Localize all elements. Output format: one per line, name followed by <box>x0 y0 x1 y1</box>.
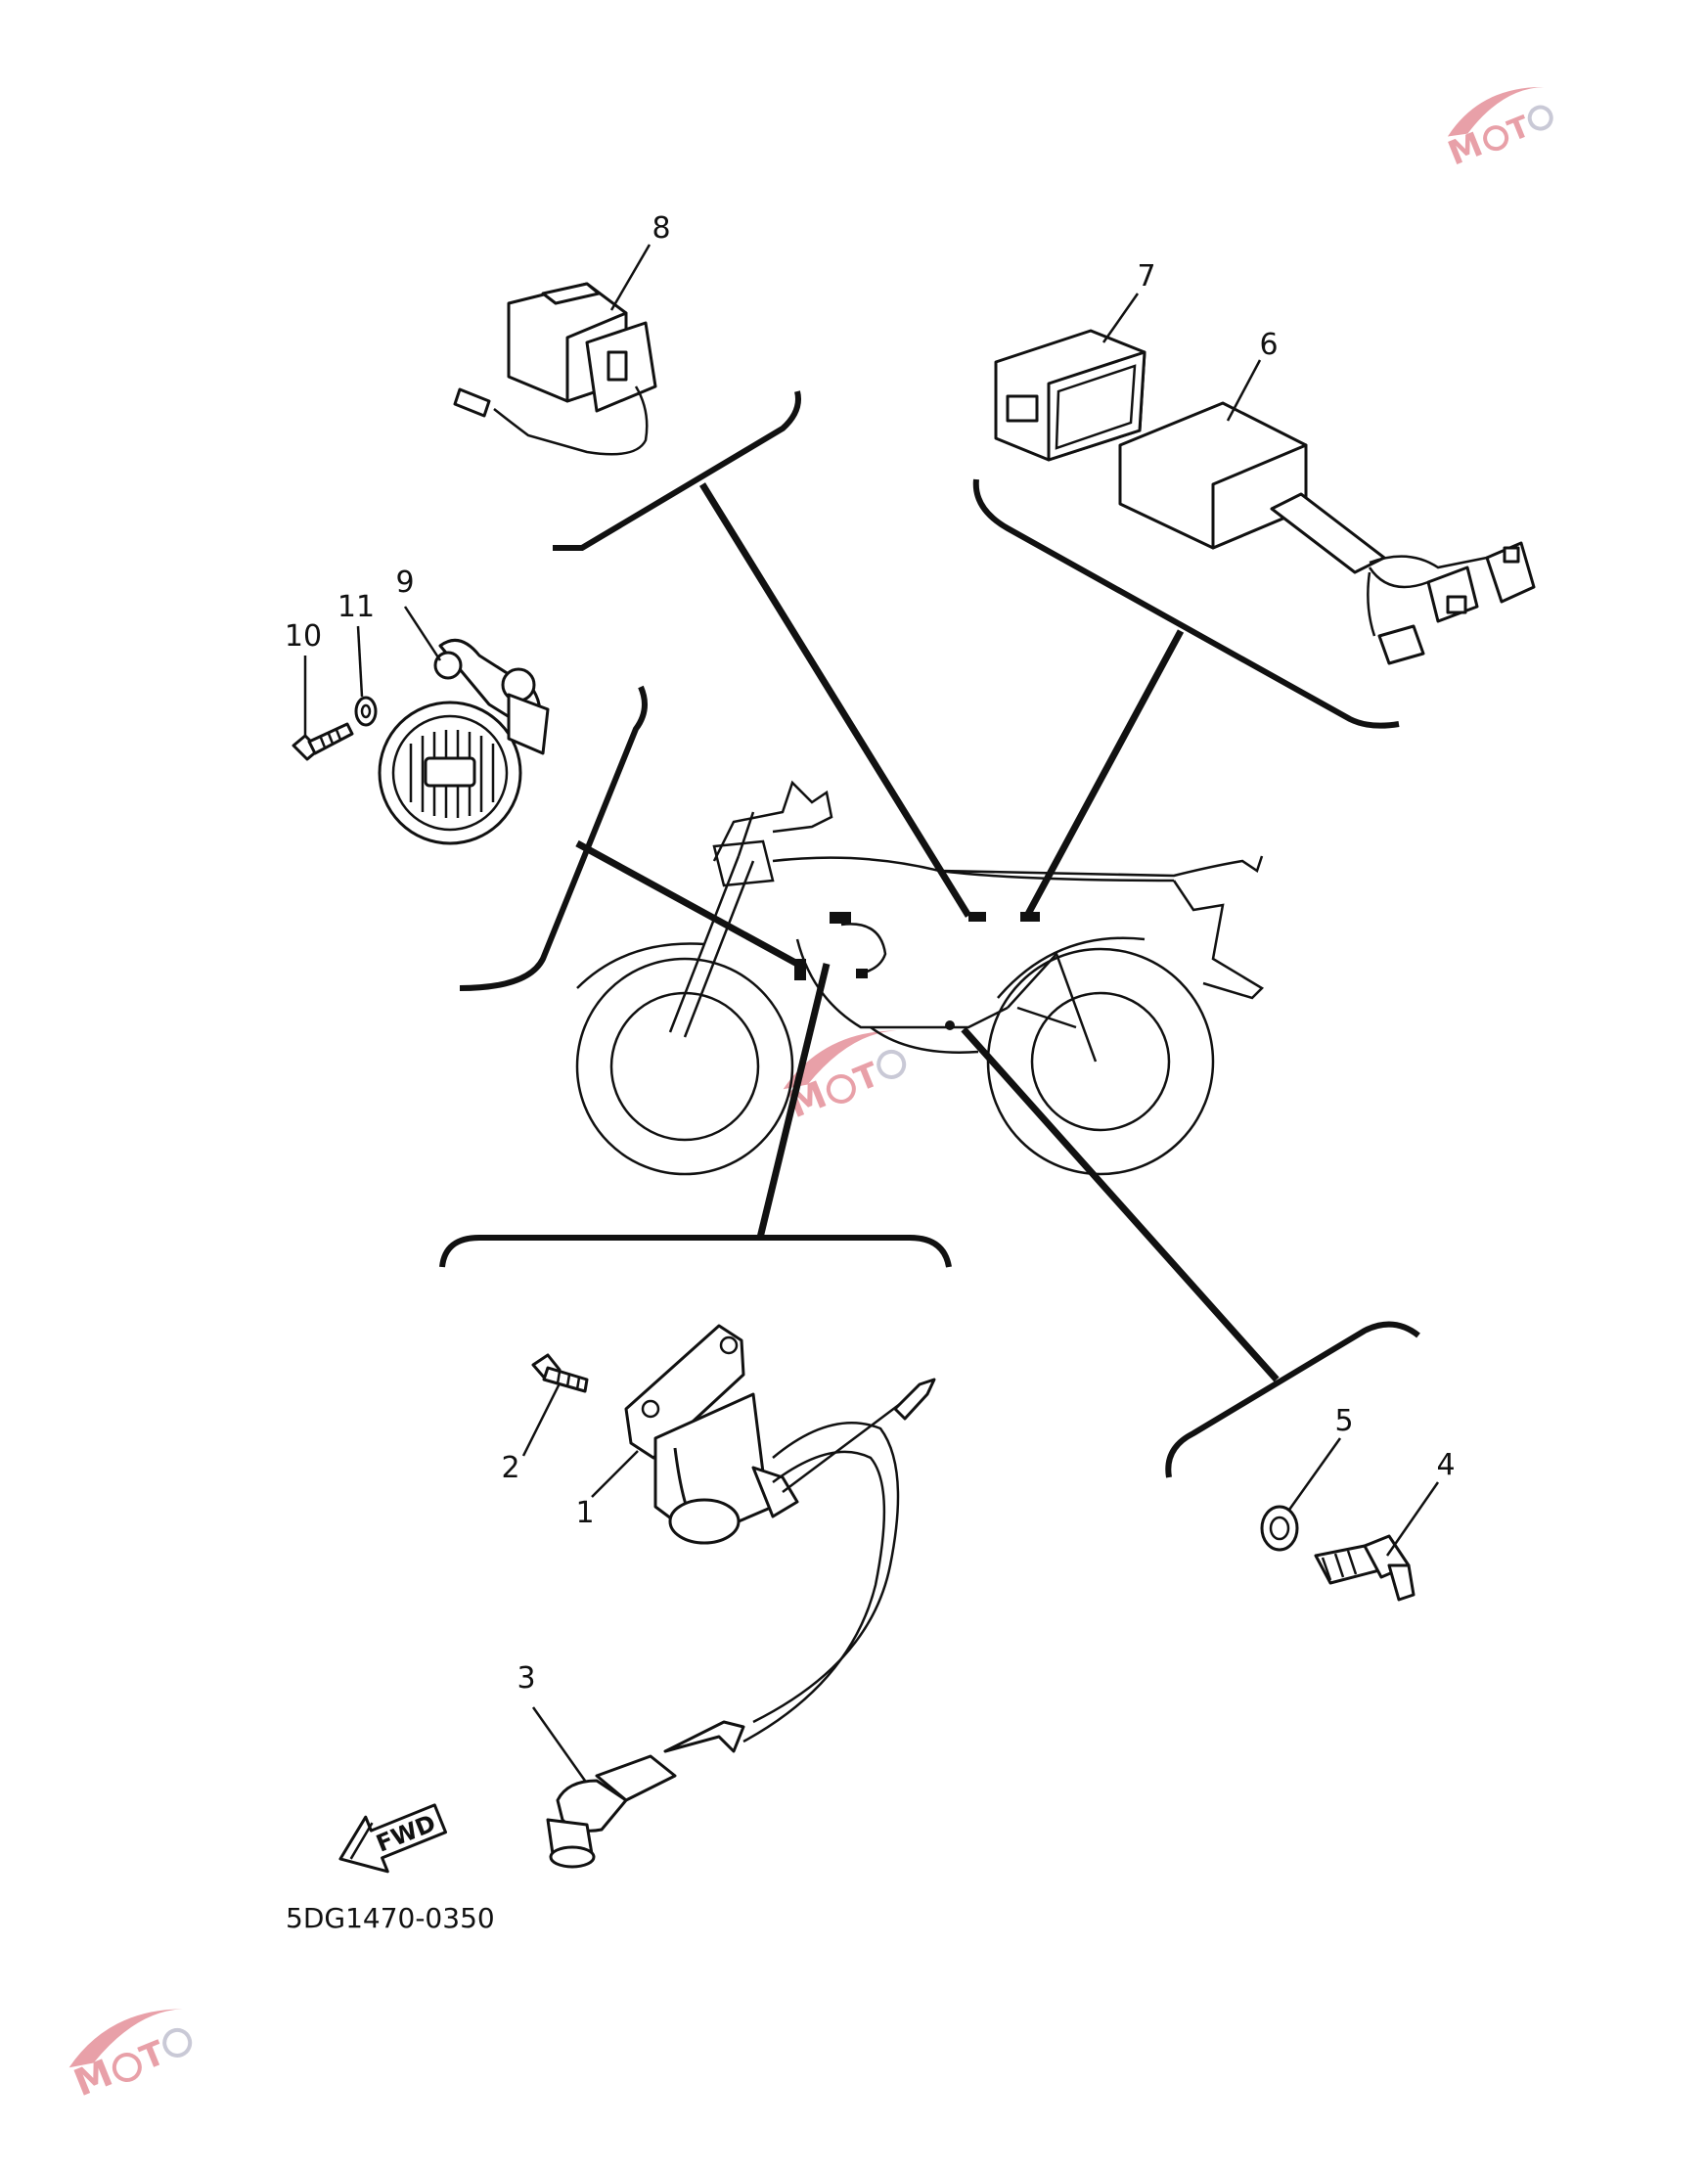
leader-line-cdi <box>1023 629 1185 918</box>
svg-text:M: M <box>1443 125 1488 174</box>
watermark-logo-bottom: M T <box>67 2009 193 2105</box>
callout-line-11 <box>356 625 364 698</box>
leader-line-relay <box>699 482 971 918</box>
callout-line-7 <box>1101 293 1140 343</box>
callout-line-1 <box>591 1450 639 1498</box>
leader-line-horn <box>575 839 799 968</box>
callout-line-8 <box>609 244 652 311</box>
diagram-code: 5DG1470-0350 <box>286 1902 495 1934</box>
callout-line-2 <box>521 1382 562 1457</box>
relay-part-8 <box>453 282 657 456</box>
connector-box-part-7 <box>994 329 1146 462</box>
callout-8: 8 <box>652 211 670 246</box>
callout-7: 7 <box>1137 259 1155 294</box>
callout-4: 4 <box>1436 1448 1455 1482</box>
callout-1: 1 <box>575 1496 594 1530</box>
washer-part-11 <box>354 696 378 727</box>
leader-line-sensor <box>961 1026 1280 1382</box>
bracket-relay <box>553 390 801 551</box>
fwd-arrow-icon: FWD <box>338 1803 448 1874</box>
callout-5: 5 <box>1334 1404 1353 1438</box>
sensor-part-4 <box>1314 1534 1416 1602</box>
callout-line-3 <box>531 1706 587 1782</box>
watermark-logo-top: M T <box>1443 86 1553 174</box>
bracket-horn <box>459 685 648 991</box>
ignition-coil-part-1 <box>624 1324 936 1743</box>
callout-line-6 <box>1226 359 1262 422</box>
callout-10: 10 <box>285 619 322 654</box>
leader-line-coil <box>756 963 831 1239</box>
motorcycle-outline <box>575 780 1265 1176</box>
callout-3: 3 <box>517 1661 535 1696</box>
bolt-part-2 <box>531 1353 589 1393</box>
horn-part-9 <box>378 638 550 845</box>
callout-6: 6 <box>1259 328 1278 362</box>
spark-plug-cap-part-3 <box>546 1720 745 1869</box>
bracket-sensor <box>1165 1321 1420 1478</box>
callout-9: 9 <box>395 566 414 600</box>
callout-2: 2 <box>501 1451 519 1485</box>
callout-line-9 <box>403 606 442 661</box>
cdi-unit-part-6 <box>1118 401 1536 665</box>
washer-part-5 <box>1260 1505 1299 1552</box>
watermark-logo-center: M T <box>782 1030 907 1126</box>
callout-line-5 <box>1287 1437 1342 1511</box>
bracket-coil <box>439 1235 952 1268</box>
callout-line-4 <box>1385 1481 1440 1557</box>
bracket-cdi <box>972 478 1400 729</box>
bolt-part-10 <box>292 722 354 761</box>
callout-11: 11 <box>337 590 375 624</box>
